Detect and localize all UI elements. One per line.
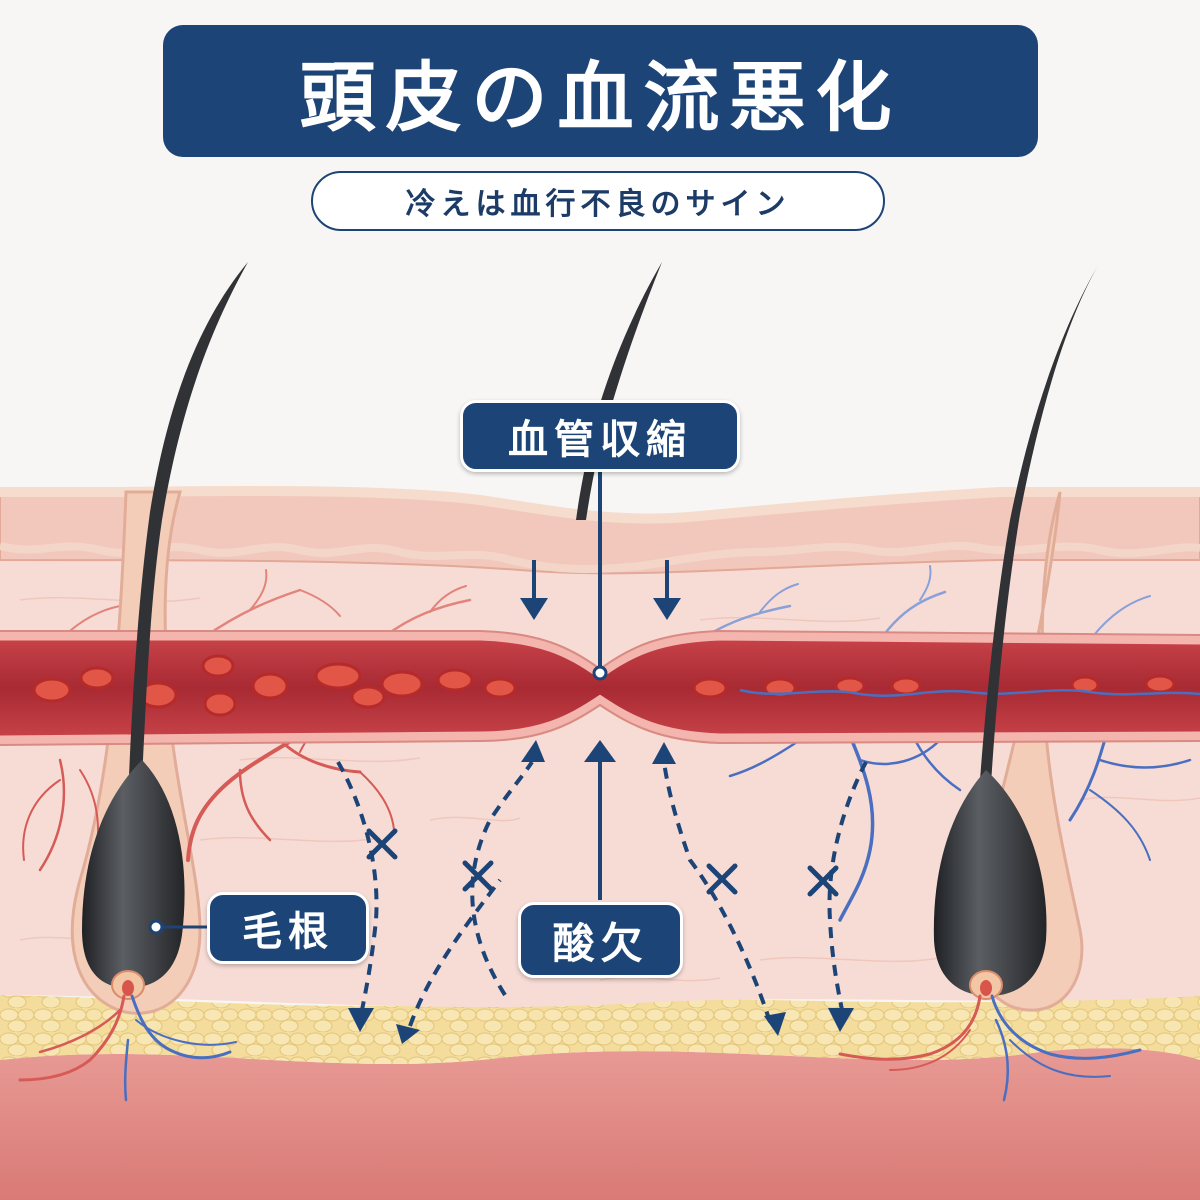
constriction-arrows-bottom [396,740,786,1044]
vasoconstriction-pointer-dot [592,665,608,681]
title-banner: 頭皮の血流悪化 [163,25,1038,157]
vasoconstriction-label: 血管収縮 [460,400,740,472]
oxygen-supply-lines [336,760,868,1011]
epidermis-wave [0,541,1200,574]
vessel-wall-bottom [0,694,1200,745]
red-blood-cells [32,654,1176,717]
oxygen-deficiency-label: 酸欠 [518,902,683,978]
inner-vein-line [739,688,1200,697]
constriction-arrows-top [520,560,681,620]
vein-branches [728,685,1192,922]
subtitle-pill: 冷えは血行不良のサイン [311,171,885,231]
hair-right [933,262,1100,1000]
blood-vessel [0,636,1200,740]
fat-layer [0,995,1200,1065]
hair-root-pointer-dot [148,919,164,935]
page-subtitle: 冷えは血行不良のサイン [405,187,791,222]
oxygen-supply-arrowheads [348,1008,854,1032]
vessel-wall-bottom-edge [0,703,1200,746]
blocked-x-marks [366,828,839,897]
page-title: 頭皮の血流悪化 [299,53,902,142]
follicle-capillaries [18,994,1142,1102]
muscle-layer [0,1048,1200,1200]
hair-root-label: 毛根 [207,892,369,964]
